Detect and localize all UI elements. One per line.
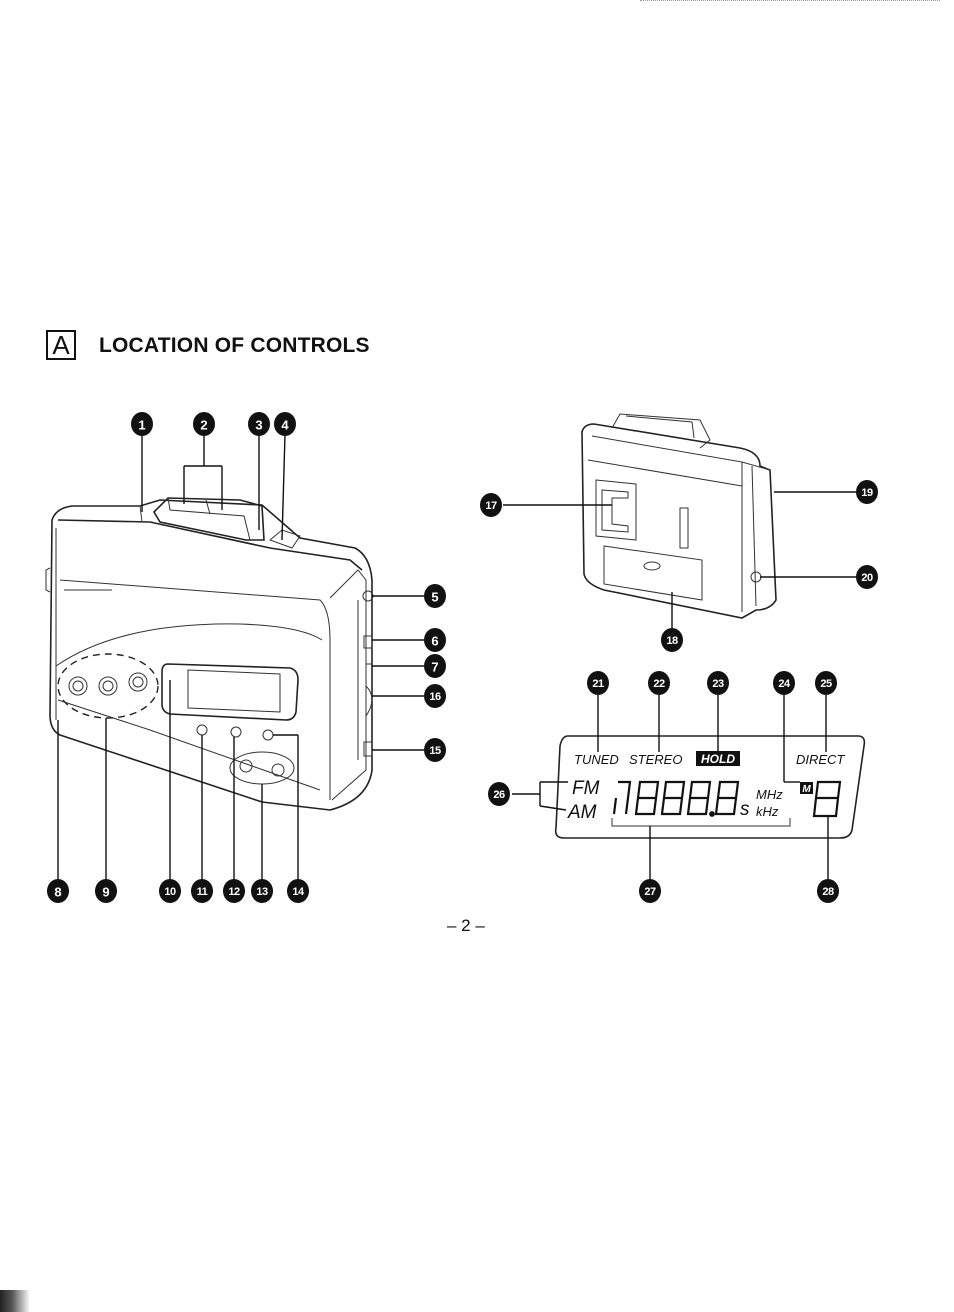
callout-7: 7	[424, 654, 446, 678]
front-leader-lines	[57, 433, 424, 880]
callout-27: 27	[639, 879, 661, 903]
svg-text:16: 16	[429, 691, 441, 703]
svg-text:17: 17	[485, 500, 497, 512]
lcd-mhz-label: MHz	[756, 787, 783, 802]
lcd-hold-badge: HOLD	[701, 752, 735, 766]
scan-corner-smudge	[0, 1290, 30, 1312]
svg-text:19: 19	[861, 487, 873, 499]
svg-text:4: 4	[281, 418, 289, 433]
callout-3: 3	[248, 412, 270, 436]
page-number: – 2 –	[447, 916, 485, 935]
svg-text:5: 5	[431, 590, 438, 605]
callout-10: 10	[159, 879, 181, 903]
svg-text:26: 26	[493, 789, 505, 801]
svg-text:2: 2	[200, 418, 207, 433]
svg-text:6: 6	[431, 634, 438, 649]
lcd-direct-label: DIRECT	[796, 752, 845, 767]
svg-text:1: 1	[138, 418, 145, 433]
callout-16: 16	[424, 684, 446, 708]
callout-13: 13	[251, 879, 273, 903]
lcd-am-label: AM	[567, 802, 597, 823]
callout-14: 14	[287, 879, 309, 903]
callout-4: 4	[274, 412, 296, 436]
callout-17: 17	[480, 493, 502, 517]
svg-text:7: 7	[431, 660, 438, 675]
svg-text:14: 14	[292, 886, 305, 898]
svg-text:11: 11	[197, 886, 208, 898]
svg-text:12: 12	[228, 886, 240, 898]
callout-25: 25	[815, 671, 837, 695]
section-letter-box: A	[46, 330, 76, 360]
callout-6: 6	[424, 628, 446, 652]
callout-20: 20	[856, 565, 878, 589]
callout-22: 22	[648, 671, 670, 695]
svg-text:24: 24	[778, 678, 791, 690]
lcd-display: TUNED STEREO HOLD DIRECT FM AM s MHz kHz…	[539, 735, 866, 839]
lcd-leader-lines	[512, 694, 829, 880]
callout-11: 11	[191, 879, 213, 903]
lcd-fm-label: FM	[572, 778, 600, 799]
callout-18: 18	[661, 628, 683, 652]
lcd-memory-badge: M	[802, 784, 811, 795]
svg-text:25: 25	[820, 678, 832, 690]
svg-text:21: 21	[592, 678, 604, 690]
lcd-frequency-digits	[612, 780, 842, 818]
svg-text:15: 15	[429, 745, 441, 757]
back-view-player	[581, 413, 777, 619]
svg-text:13: 13	[256, 886, 268, 898]
svg-text:27: 27	[644, 886, 656, 898]
callout-2: 2	[193, 412, 215, 436]
callout-26: 26	[488, 782, 510, 806]
callout-5: 5	[424, 584, 446, 608]
callout-1: 1	[131, 412, 153, 436]
svg-text:22: 22	[653, 678, 665, 690]
lcd-tuned-label: TUNED	[574, 752, 619, 767]
callout-12: 12	[223, 879, 245, 903]
svg-text:20: 20	[861, 572, 873, 584]
callout-24: 24	[773, 671, 795, 695]
callout-19: 19	[856, 480, 878, 504]
callout-8: 8	[47, 879, 69, 903]
back-leader-lines	[503, 491, 856, 632]
callout-15: 15	[424, 738, 446, 762]
svg-text:9: 9	[102, 885, 109, 900]
lcd-s-mark: s	[740, 799, 750, 820]
svg-text:10: 10	[164, 886, 176, 898]
section-title: LOCATION OF CONTROLS	[99, 334, 370, 357]
scan-edge-rule	[640, 0, 940, 2]
svg-text:8: 8	[54, 885, 61, 900]
svg-text:18: 18	[666, 635, 678, 647]
front-view-player	[45, 497, 374, 811]
callout-28: 28	[817, 879, 839, 903]
lcd-khz-label: kHz	[756, 804, 779, 819]
svg-text:23: 23	[712, 678, 724, 690]
callout-9: 9	[95, 879, 117, 903]
svg-text:3: 3	[255, 418, 262, 433]
callout-23: 23	[707, 671, 729, 695]
callout-21: 21	[587, 671, 609, 695]
lcd-stereo-label: STEREO	[629, 752, 682, 767]
svg-text:28: 28	[822, 886, 834, 898]
